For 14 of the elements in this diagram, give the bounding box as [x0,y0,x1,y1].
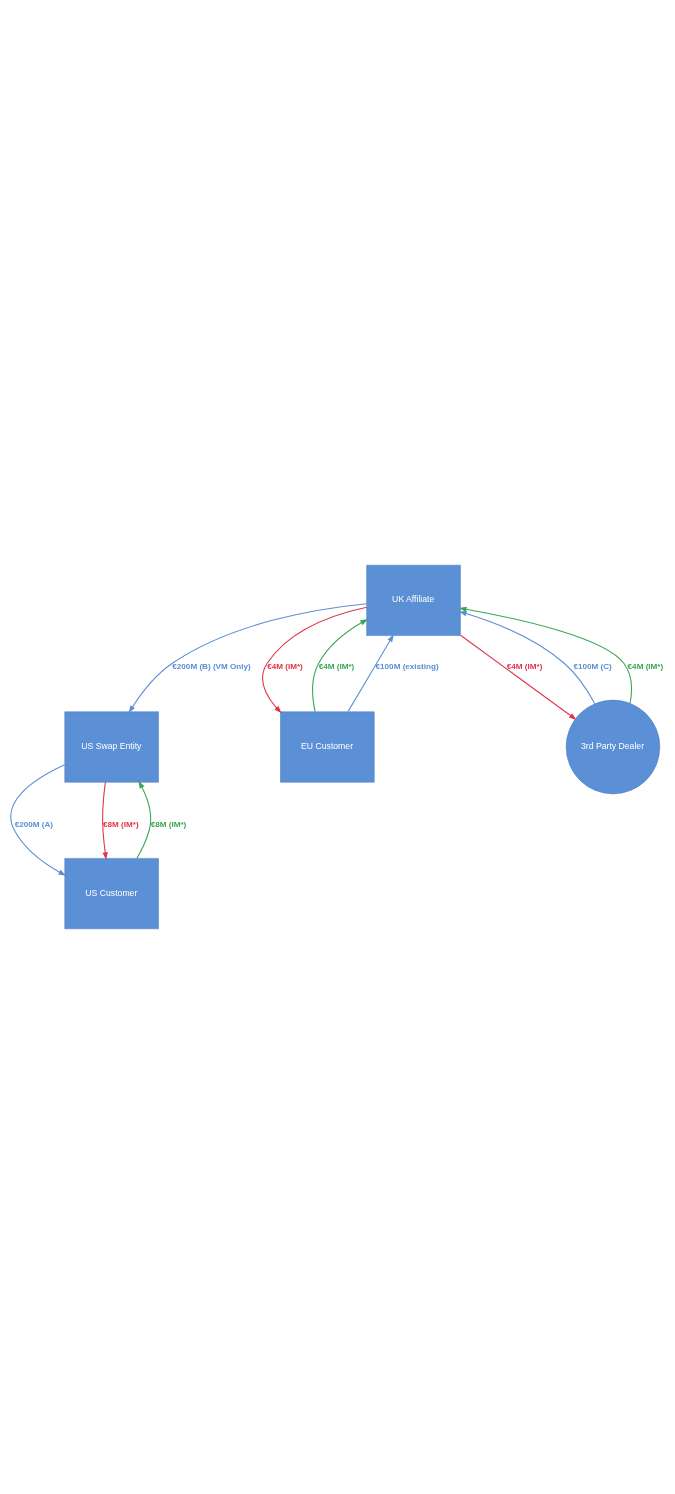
arrow [136,780,152,859]
arrow [312,619,368,713]
arrow [262,606,368,714]
node-box: US Customer [64,858,159,930]
node-box: UK Affiliate [366,564,461,636]
arrow [458,606,633,704]
arrow [347,634,394,713]
arrow [459,611,596,705]
arrow [102,781,108,860]
node-box: US Swap Entity [64,711,159,783]
arrow [460,634,577,720]
arrow [128,603,368,713]
arrow [10,764,66,876]
node-box: EU Customer [280,711,375,783]
